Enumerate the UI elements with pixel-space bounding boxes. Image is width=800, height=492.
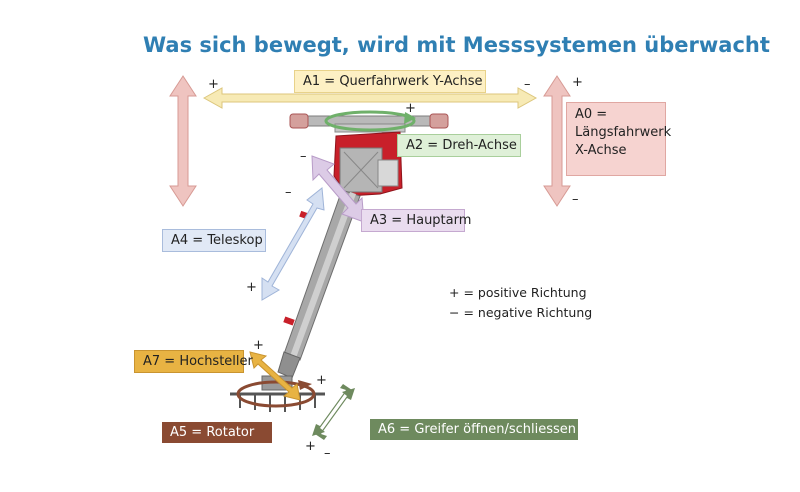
legend-negative: − = negative Richtung <box>449 305 593 320</box>
a5-rotator-arrow <box>236 380 316 408</box>
a2-rotation-arrow <box>324 110 416 132</box>
label-a2: A2 = Dreh-Achse <box>397 134 521 157</box>
sign-a2-plus: + <box>405 101 416 116</box>
label-a4: A4 = Teleskop <box>162 229 266 252</box>
sign-a7-plus: + <box>253 338 264 353</box>
label-a3: A3 = Hauptarm <box>361 209 471 232</box>
a6-arrows <box>312 384 355 440</box>
a4-arrow <box>261 187 325 301</box>
a1-arrow <box>202 87 538 109</box>
sign-a3-minus: – <box>300 149 307 164</box>
turret-body <box>333 131 403 197</box>
a0-arrow-right <box>543 75 571 207</box>
legend-positive: + = positive Richtung <box>449 285 587 300</box>
a7-arrow <box>249 351 301 401</box>
label-a6: A6 = Greifer öffnen/schliessen <box>370 419 578 440</box>
sign-a4-minus: – <box>285 185 292 200</box>
sign-a6-minus: – <box>324 446 331 461</box>
sign-a5-plus: + <box>316 373 327 388</box>
sign-a0-right-minus: – <box>572 192 579 207</box>
label-a0: A0 = Längsfahrwerk X-Achse <box>566 102 672 176</box>
diagram-title: Was sich bewegt, wird mit Messsystemen ü… <box>143 33 770 57</box>
label-a5: A5 = Rotator <box>162 422 272 443</box>
label-a0-line1: A0 = <box>575 107 608 122</box>
label-a7: A7 = Hochsteller <box>134 350 253 373</box>
sign-a0-left-plus: + <box>208 77 219 92</box>
label-a1: A1 = Querfahrwerk Y-Achse <box>294 70 486 93</box>
telescope-arm <box>277 189 361 379</box>
sign-a4-plus: + <box>246 280 257 295</box>
sign-a0-right-plus: + <box>572 75 583 90</box>
legend: + = positive Richtung − = negative Richt… <box>449 283 592 323</box>
sign-a1-minus: – <box>524 77 531 92</box>
label-a0-line3: X-Achse <box>575 143 627 158</box>
a0-arrow-left <box>169 75 197 207</box>
sign-a6-plus: + <box>305 439 316 454</box>
label-a0-line2: Längsfahrwerk <box>575 125 672 140</box>
